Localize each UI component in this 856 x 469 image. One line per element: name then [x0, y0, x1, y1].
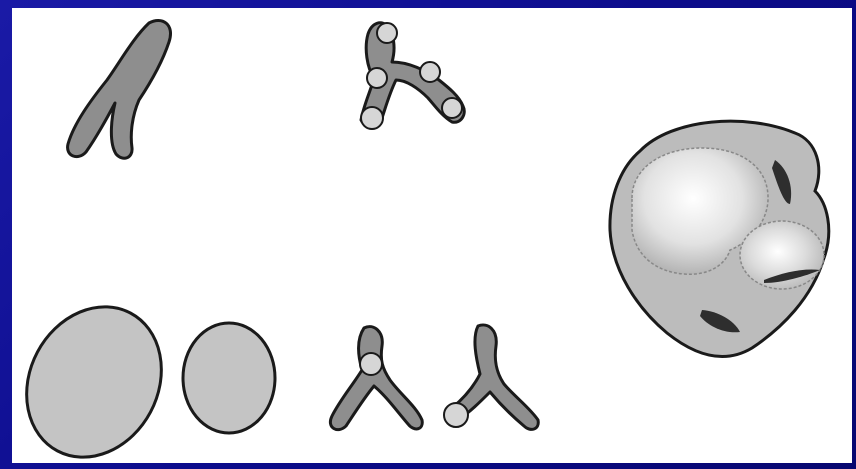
small-y-shape-with-end-node — [444, 325, 538, 429]
large-cell-with-inclusions — [610, 121, 829, 356]
branched-shape-with-nodes — [361, 23, 464, 129]
small-oval-shape — [183, 323, 275, 433]
figure-panel — [12, 8, 852, 463]
figure-drawing — [12, 8, 852, 463]
rod-shape — [68, 20, 171, 158]
large-oval-shape — [12, 283, 187, 463]
small-y-shape-with-node — [330, 327, 422, 430]
